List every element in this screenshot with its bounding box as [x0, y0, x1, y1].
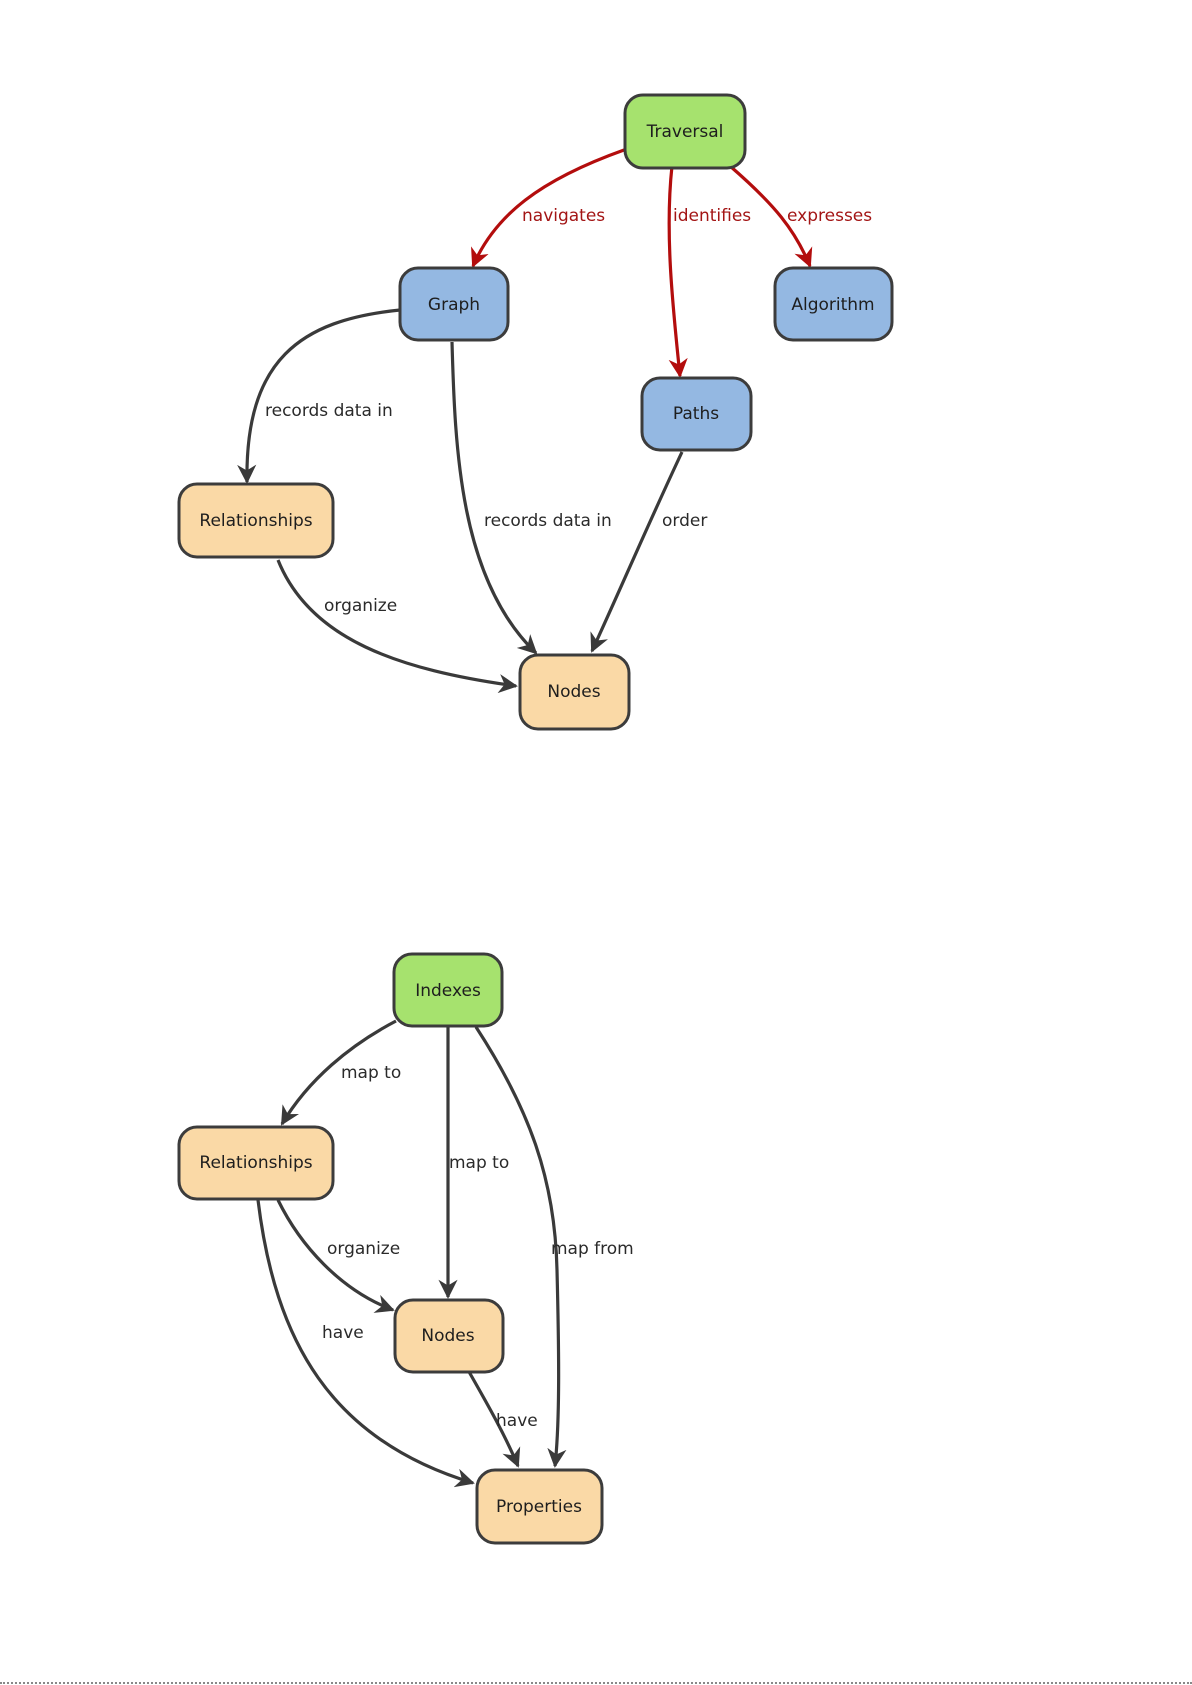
- edge-label-expresses: expresses: [787, 206, 872, 226]
- edge-traversal-identifies-paths: [669, 166, 680, 376]
- node-relationships: Relationships: [179, 1127, 333, 1199]
- edge-label-idx-rel: map to: [341, 1063, 401, 1083]
- edge-label-order: order: [662, 511, 707, 531]
- edge-label-graph-relationships: records data in: [265, 401, 393, 421]
- edge-graph-records-relationships: [247, 310, 400, 482]
- node-label-algorithm: Algorithm: [791, 295, 874, 315]
- edge-label-graph-nodes: records data in: [484, 511, 612, 531]
- edge-label-nodes-have: have: [496, 1411, 538, 1431]
- edge-graph-records-nodes: [452, 342, 536, 653]
- page-bottom-divider: [0, 1682, 1192, 1684]
- edge-label-idx-props: map from: [551, 1239, 634, 1259]
- node-label-graph: Graph: [428, 295, 480, 315]
- node-label-nodes: Nodes: [547, 682, 600, 702]
- node-label-properties: Properties: [496, 1497, 582, 1517]
- edge-label-organize: organize: [324, 596, 397, 616]
- node-label-indexes: Indexes: [415, 981, 481, 1001]
- node-relationships: Relationships: [179, 484, 333, 557]
- node-label-paths: Paths: [673, 404, 719, 424]
- node-label-traversal: Traversal: [646, 122, 724, 142]
- node-graph: Graph: [400, 268, 508, 340]
- edge-label-navigates: navigates: [522, 206, 605, 226]
- edge-label-idx-nodes: map to: [449, 1153, 509, 1173]
- edge-relationships-organize-nodes: [278, 560, 516, 686]
- node-algorithm: Algorithm: [775, 268, 892, 340]
- edge-label-organize: organize: [327, 1239, 400, 1259]
- diagram-1: navigates identifies expresses records d…: [179, 95, 892, 729]
- node-label-nodes: Nodes: [421, 1326, 474, 1346]
- node-indexes: Indexes: [394, 954, 502, 1026]
- node-nodes: Nodes: [520, 655, 629, 729]
- edge-paths-order-nodes: [592, 452, 682, 651]
- node-label-relationships: Relationships: [199, 511, 312, 531]
- node-properties: Properties: [477, 1470, 602, 1543]
- node-label-relationships: Relationships: [199, 1153, 312, 1173]
- diagram-2: map to map to map from organize have hav…: [179, 954, 634, 1543]
- node-paths: Paths: [642, 378, 751, 450]
- node-nodes: Nodes: [395, 1300, 503, 1372]
- edge-label-identifies: identifies: [673, 206, 751, 226]
- node-traversal: Traversal: [625, 95, 745, 168]
- edge-label-rel-have: have: [322, 1323, 364, 1343]
- edge-indexes-mapfrom-properties: [476, 1027, 559, 1466]
